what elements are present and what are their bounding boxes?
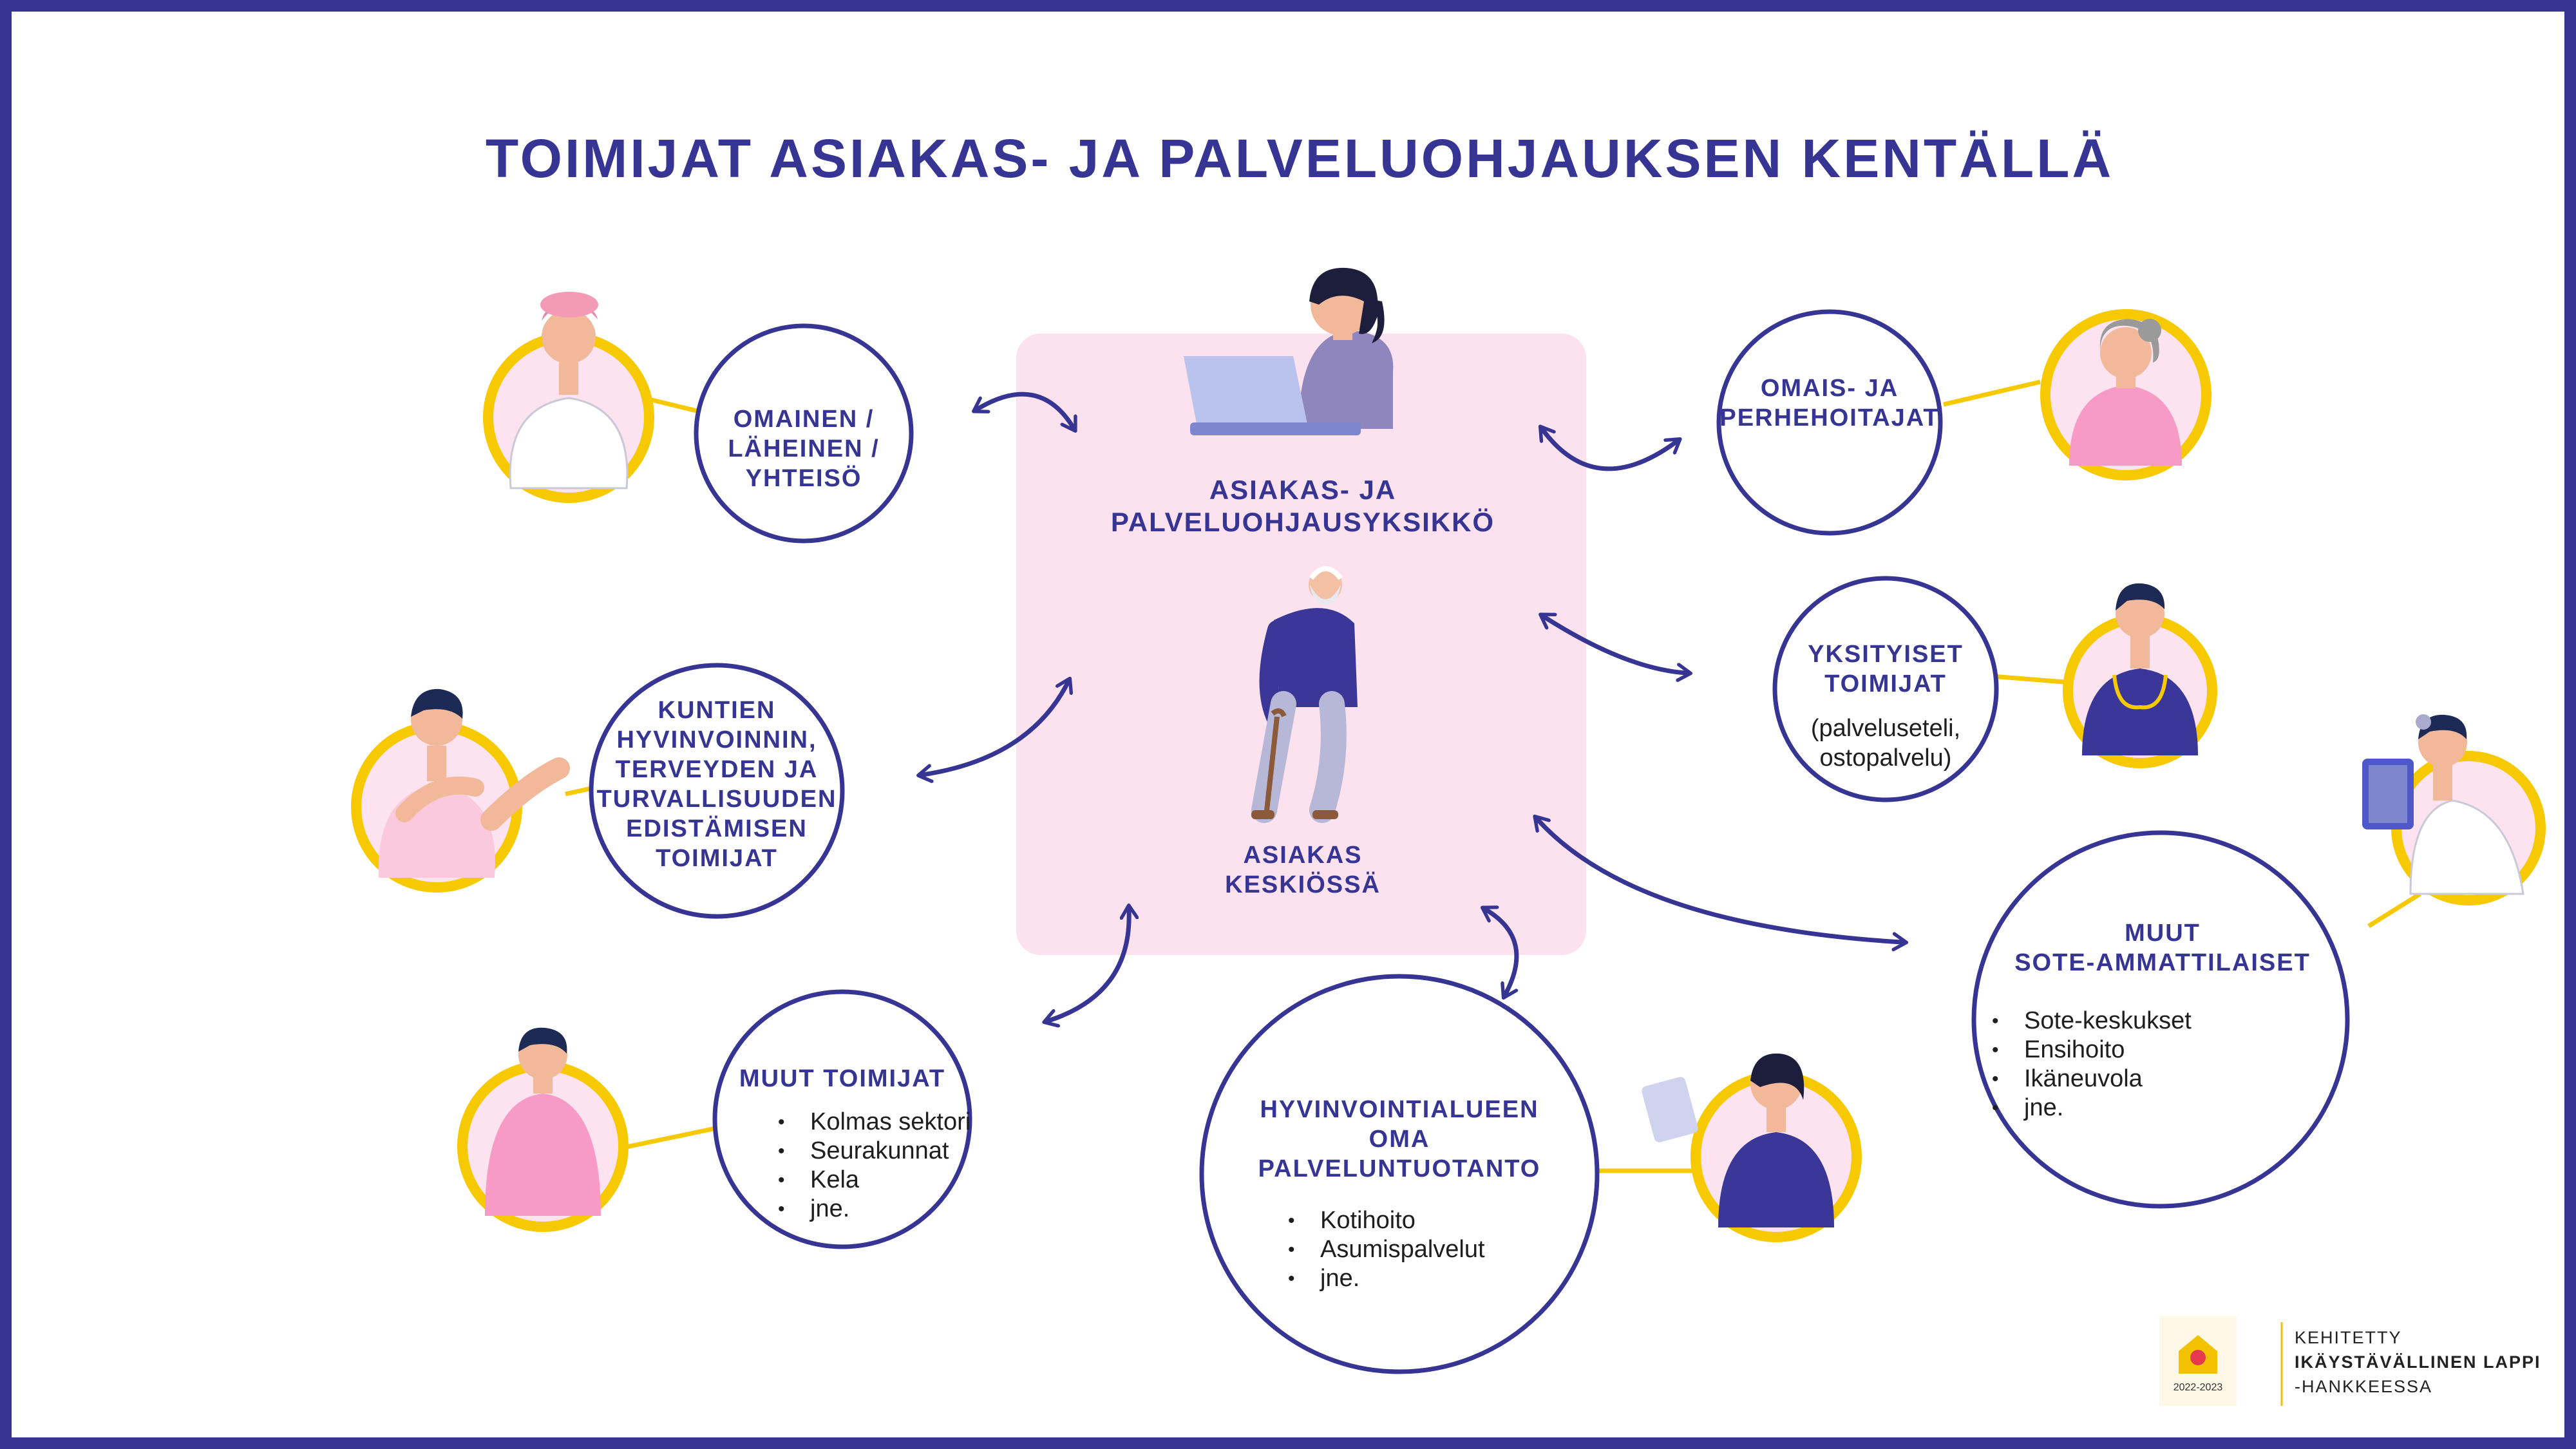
list-item: jne. [1282,1264,1513,1293]
node-label-kuntien: KUNTIEN HYVINVOINNIN, TERVEYDEN JA TURVA… [596,697,837,872]
list-item: Ensihoito [1985,1036,2230,1065]
logo-badge [2159,1316,2283,1406]
center-unit-label: ASIAKAS- JA PALVELUOHJAUSYKSIKKÖ [1110,475,1495,537]
avatar-omainen [483,292,654,503]
list-item: Seurakunnat [772,1137,978,1166]
node-circle-omais [1716,309,1943,536]
arrow-omainen [978,392,1073,427]
logo-text: KEHITETTY IKÄYSTÄVÄLLINEN LAPPI -HANKKEE… [2295,1328,2541,1396]
laptop-worker-illustration [1184,267,1394,435]
connector-line-muut [620,1125,719,1151]
list-item: Ikäneuvola [1985,1065,2230,1094]
avatar-sote [2362,714,2546,905]
connector-line-sote [2367,892,2421,928]
node-title-yksityiset: YKSITYISET TOIMIJAT [1808,641,1964,697]
node-circle-yksityiset [1772,576,1999,802]
list-item: Kolmas sektori [772,1108,978,1137]
sote-list: Sote-keskukset Ensihoito Ikäneuvola jne. [1985,1007,2230,1122]
node-title-muut-toimijat: MUUT TOIMIJAT [739,1065,946,1092]
avatar-muut-toimijat [457,1027,629,1232]
muut-toimijat-list: Kolmas sektori Seurakunnat Kela jne. [772,1108,978,1224]
list-item: Asumispalvelut [1282,1235,1513,1264]
connector-line-omais [1943,379,2041,407]
list-item: jne. [772,1195,978,1224]
node-label-omainen: OMAINEN / LÄHEINEN / YHTEISÖ [728,406,880,492]
node-circle-omainen [694,323,914,544]
list-item: jne. [1985,1094,2230,1122]
arrow-kuntien [923,683,1068,775]
arrow-yksityiset [1544,617,1686,673]
logo-badge-years: 2022-2023 [2173,1382,2223,1393]
node-circle-kuntien [589,663,845,919]
list-item: Kela [772,1166,978,1195]
node-title-hyvinvointi: HYVINVOINTIALUEEN OMA PALVELUNTUOTANTO [1258,1096,1541,1182]
node-label-omaishoitajat: OMAIS- JA PERHEHOITAJAT [1719,375,1940,431]
avatar-yksityiset [2063,583,2217,768]
arrow-hyvinvointi [1486,910,1519,994]
connector-line-omainen [649,397,697,413]
center-client-label: ASIAKAS KESKIÖSSÄ [1225,842,1381,898]
hyvinvointi-list: Kotihoito Asumispalvelut jne. [1282,1206,1513,1293]
yksityiset-note: (palveluseteli, ostopalvelu) [1810,715,1961,772]
avatar-hyvinvointi [1642,1053,1862,1242]
list-item: Sote-keskukset [1985,1007,2230,1036]
arrow-omais [1543,430,1676,471]
page-title: TOIMIJAT ASIAKAS- JA PALVELUOHJAUKSEN KE… [485,128,2114,189]
arrow-sote [1538,820,1902,942]
elderly-client-illustration [1251,566,1358,823]
connector-line-yksityiset [1991,674,2073,685]
node-title-sote: MUUT SOTE-AMMATTILAISET [2014,920,2311,976]
avatar-kuntien [351,688,570,893]
arrow-muut-toimijat [1048,910,1129,1021]
list-item: Kotihoito [1282,1206,1513,1235]
avatar-omaishoitajat [2040,309,2211,480]
diagram-graphics [351,267,2546,1406]
